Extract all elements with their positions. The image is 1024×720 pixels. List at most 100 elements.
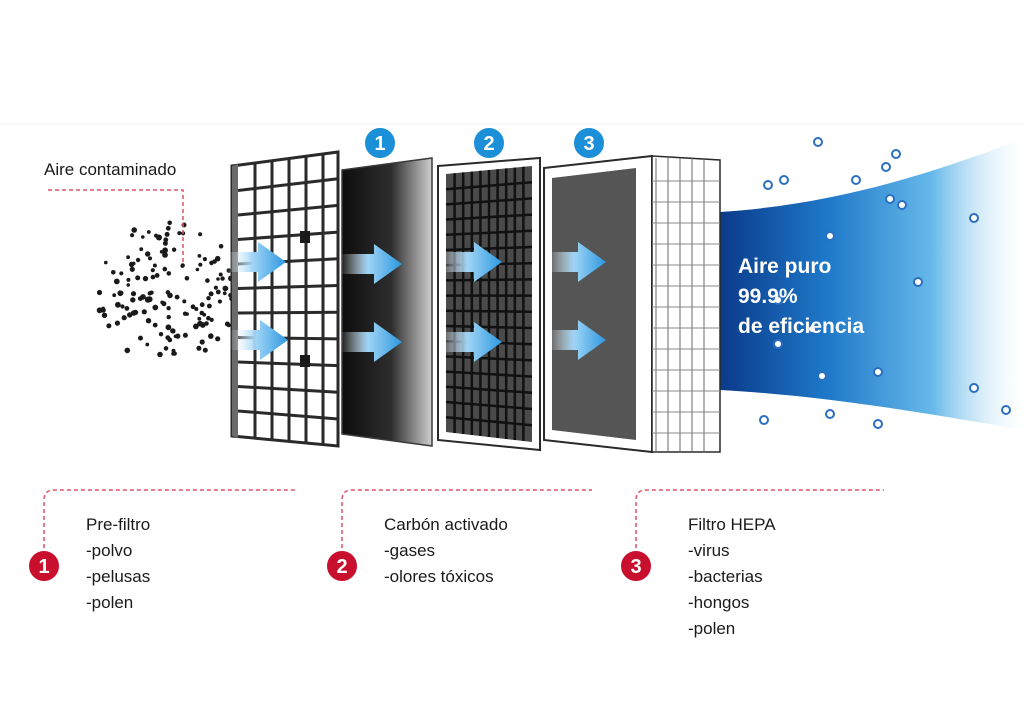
particle [124,306,130,311]
clean-particle [873,419,883,429]
particle [172,351,177,356]
badge-3-top-label: 3 [583,133,594,155]
particle [113,278,120,285]
particle [141,235,145,239]
particle [162,240,168,246]
particle [213,285,218,290]
particle [162,252,168,258]
particle [142,275,149,282]
particle [180,263,185,268]
airflow-arrow [440,322,502,362]
particle [173,334,178,339]
airflow-arrow [548,242,606,282]
particle [163,346,169,351]
badge-2-bottom: 2 [325,549,359,583]
particle [214,255,221,262]
stage-3-list: Filtro HEPA -virus -bacterias -hongos -p… [688,512,776,642]
particle [165,335,171,341]
clean-particle [873,367,883,377]
particle [101,306,105,311]
particle [152,322,158,328]
stage-1-item: -pelusas [86,567,151,586]
particle [195,267,200,272]
particle [202,257,207,262]
clean-particle [773,339,783,349]
particle [146,296,153,303]
particle [115,301,121,308]
hepa-panel [543,154,721,454]
particle [215,336,221,342]
particle [182,299,187,304]
particle [135,275,141,281]
clean-particle [825,409,835,419]
particle [158,332,164,337]
particle [226,323,231,328]
badge-2-top: 2 [472,126,506,160]
particle [96,307,103,314]
carbon-mesh-panel [437,156,541,452]
particle [166,271,172,276]
particle [198,232,203,237]
pure-air-line-2: 99.9% [738,285,798,308]
badge-3-top: 3 [572,126,606,160]
particle [174,294,180,300]
pure-air-flow [720,138,1024,430]
particle [112,293,117,298]
particle [130,291,137,297]
particle [124,347,131,354]
contaminated-air-label: Aire contaminado [44,160,177,179]
particle [148,256,152,261]
particle [162,247,169,254]
airflow-arrows [226,242,606,362]
contaminant-particles [96,220,242,358]
stage-1-number: 1 [38,556,49,578]
particle [121,315,127,321]
clean-particle [885,194,895,204]
particle [145,251,151,257]
particle [150,268,155,273]
pure-air-line-1: Aire puro [738,255,832,278]
particle [145,318,152,324]
stage-2-list: Carbón activado -gases -olores tóxicos [384,512,508,590]
particle [165,225,171,231]
clean-particle [825,231,835,241]
particle [184,276,190,281]
particle [167,220,172,226]
particle [199,302,205,308]
clean-particle [763,180,773,190]
particle [157,351,163,358]
stage-3-item: -hongos [688,593,750,612]
stage-3-item: -polen [688,619,736,638]
clean-particle [1001,405,1011,415]
particle [222,291,227,296]
particle [160,300,165,305]
badge-1-top: 1 [363,126,397,160]
particle [202,347,208,353]
particle [111,270,116,275]
stage-1-list: Pre-filtro -polvo -pelusas -polen [86,512,150,616]
particle [164,231,170,237]
particle [204,321,209,326]
particle [209,317,214,322]
particle [217,299,222,304]
particle [119,271,124,276]
particle [205,278,210,283]
airflow-arrow [340,244,402,284]
clean-particle [891,149,901,159]
particle [199,339,205,345]
stage-1-connector [43,489,296,548]
clean-particle [759,415,769,425]
clean-particle [969,383,979,393]
stage-3-connector [635,489,884,548]
stage-3-number: 3 [630,556,641,578]
particle [194,307,199,311]
particle [182,311,188,316]
prefilter-panel [230,150,340,448]
particle [130,297,136,303]
particle [196,345,202,351]
particle [208,291,214,297]
particle [162,266,168,272]
particle [152,304,159,311]
particle [152,263,157,268]
